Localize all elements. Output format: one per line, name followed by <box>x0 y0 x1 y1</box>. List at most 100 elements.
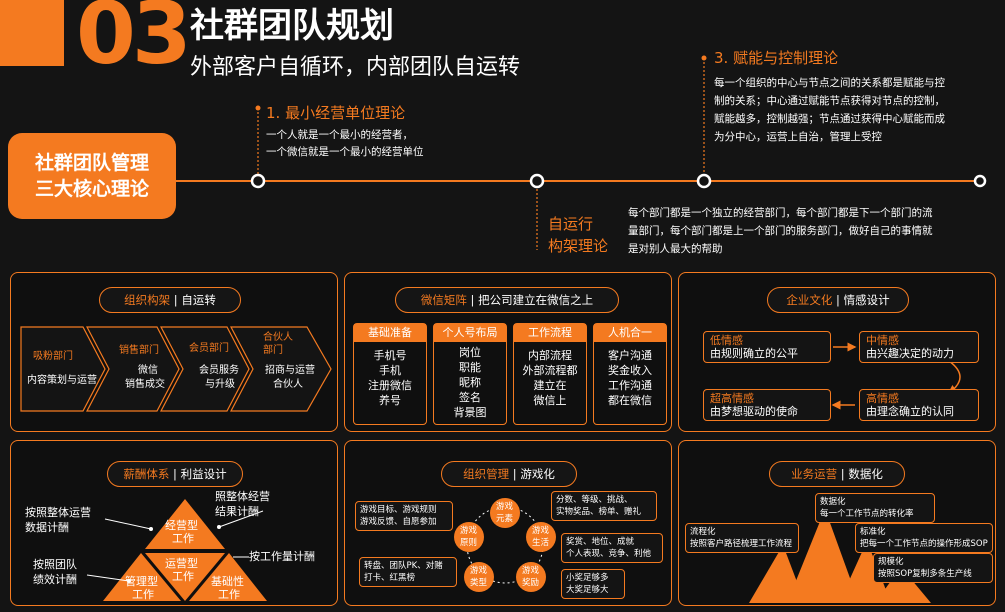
culture-low-title: 低情感 <box>710 334 743 347</box>
org-step-4-desc2: 合伙人 <box>273 379 303 390</box>
game-node-type-l2: 类型 <box>470 578 488 588</box>
wechat-col-1-item-4: 养号 <box>379 394 401 407</box>
pay-right1-l2: 结果计酬 <box>215 505 259 518</box>
wechat-col-1: 基础准备 手机号 手机 注册微信 养号 <box>353 323 427 425</box>
wechat-col-3-head: 工作流程 <box>514 324 586 342</box>
org-step-3-desc1: 会员服务 <box>199 365 239 376</box>
wechat-col-4-item-2: 奖金收入 <box>608 364 652 377</box>
game-box-types-l2: 打卡、红黑榜 <box>364 573 416 583</box>
ops-scale-desc: 按照SOP复制多条生产线 <box>878 569 972 579</box>
org-step-4-title: 合伙人 部门 <box>263 332 293 356</box>
ops-process-title: 流程化 <box>690 527 716 537</box>
org-step-2-title: 销售部门 <box>119 345 159 356</box>
wechat-col-1-item-2: 手机 <box>379 364 401 377</box>
org-pill-b: 自运转 <box>181 293 216 307</box>
pay-left2-l1: 按照团队 <box>33 558 77 571</box>
game-box-prize-l1: 小奖足够多 <box>566 573 609 583</box>
ops-peaks <box>749 503 931 603</box>
pay-tri-mid-l1: 运营型 <box>165 557 198 570</box>
org-step-2-desc2: 销售成交 <box>125 379 165 390</box>
game-box-types: 转盘、团队PK、对赌 打卡、红黑榜 <box>359 557 457 587</box>
core-theory-label-1: 社群团队管理 <box>34 152 149 174</box>
game-node-reward-l2: 奖励 <box>522 578 540 588</box>
wechat-col-2: 个人号布局 岗位 职能 昵称 签名 背景图 <box>433 323 507 425</box>
theory2-line3: 是对别人最大的帮助 <box>628 243 723 255</box>
ops-data-desc: 每一个工作节点的转化率 <box>820 509 914 519</box>
game-box-points-l2: 实物奖品、榜单、赠礼 <box>556 507 642 517</box>
pay-left1-l1: 按照整体运营 <box>25 506 91 519</box>
org-step-3-desc2: 与升级 <box>205 379 235 390</box>
game-box-rewards-l1: 奖赏、地位、成就 <box>566 537 635 547</box>
culture-super-high-title: 超高情感 <box>710 392 754 405</box>
culture-pill-a: 企业文化 <box>786 293 833 307</box>
timeline <box>170 55 987 250</box>
core-theory-box: 社群团队管理 三大核心理论 <box>8 133 176 219</box>
game-center-l2: 元素 <box>496 514 514 524</box>
pay-pill: 薪酬体系 | 利益设计 <box>107 461 243 487</box>
panel-org-structure: 组织构架 | 自运转 吸粉部门 内容策划与运营 销售部门 微信 销售成交 会员部… <box>10 272 338 432</box>
culture-mid-desc: 由兴趣决定的动力 <box>866 347 954 360</box>
culture-super-high: 超高情感 由梦想驱动的使命 <box>703 389 831 421</box>
game-pill: 组织管理 | 游戏化 <box>441 461 577 487</box>
theory2-line2: 量部门，每个部门都是上一个部门的服务部门，做好自己的事情就 <box>628 225 933 237</box>
game-pill-a: 组织管理 <box>463 467 510 481</box>
game-center-l1: 游戏 <box>496 502 514 512</box>
ops-scale: 规模化 按照SOP复制多条生产线 <box>873 553 993 583</box>
game-box-prize: 小奖足够多 大奖足够大 <box>561 569 625 599</box>
wechat-col-3-item-3: 建立在 <box>533 379 567 392</box>
theory1-line2: 一个微信就是一个最小的经营单位 <box>266 146 424 158</box>
org-pill: 组织构架 | 自运转 <box>99 287 241 313</box>
wechat-col-2-item-1: 岗位 <box>459 346 481 359</box>
theory2-title-1: 自运行 <box>548 215 594 233</box>
game-node-type-l1: 游戏 <box>470 566 488 576</box>
page-subtitle: 外部客户自循环，内部团队自运转 <box>190 55 521 80</box>
core-theory-label-2: 三大核心理论 <box>34 178 149 200</box>
pay-pill-b: 利益设计 <box>180 467 227 481</box>
game-node-life-l2: 生活 <box>532 538 550 548</box>
wechat-pill: 微信矩阵 | 把公司建立在微信之上 <box>395 287 619 313</box>
wechat-col-2-item-2: 职能 <box>459 361 481 374</box>
wechat-col-2-item-4: 签名 <box>459 391 481 404</box>
pay-right2: 按工作量计酬 <box>249 550 315 563</box>
theory3-line3: 赋能越多，控制越强；节点通过获得中心赋能而成 <box>714 113 945 125</box>
panel-business-ops: 业务运营 | 数据化 数据化 每一个工作节点的转化率 流程化 按照客户路径梳理工… <box>678 440 996 606</box>
pay-tri-left-l1: 管理型 <box>125 575 158 588</box>
pay-tri-mid-l2: 工作 <box>172 570 194 583</box>
pay-pyramid <box>86 499 267 601</box>
wechat-col-4: 人机合一 客户沟通 奖金收入 工作沟通 都在微信 <box>593 323 667 425</box>
ops-standard-desc: 把每一个工作节点的操作形成SOP <box>860 539 988 549</box>
theory1-line1: 一个人就是一个最小的经营者， <box>266 129 413 141</box>
theory3-line2: 制的关系；中心通过赋能节点获得对节点的控制， <box>714 95 945 107</box>
wechat-col-1-head: 基础准备 <box>354 324 426 342</box>
wechat-col-2-item-5: 背景图 <box>453 406 487 419</box>
pay-tri-right-l1: 基础性 <box>211 575 244 588</box>
ops-data-title: 数据化 <box>820 497 846 507</box>
ops-scale-title: 规模化 <box>878 557 904 567</box>
game-box-prize-l2: 大奖足够大 <box>566 585 609 595</box>
game-box-points-l1: 分数、等级、挑战、 <box>556 495 633 505</box>
org-chevrons <box>20 326 332 412</box>
ops-pill-a: 业务运营 <box>791 467 838 481</box>
culture-mid-title: 中情感 <box>866 334 899 347</box>
wechat-col-3-item-4: 微信上 <box>533 394 567 407</box>
pay-tri-top-l1: 经营型 <box>165 519 198 532</box>
panel-compensation: 薪酬体系 | 利益设计 经营型 工作 运营型 工作 管理型 工作 基础性 工作 … <box>10 440 338 606</box>
wechat-col-4-item-1: 客户沟通 <box>608 349 652 362</box>
org-step-2-desc1: 微信 <box>138 365 158 376</box>
wechat-col-4-item-3: 工作沟通 <box>608 379 652 392</box>
theory3-line1: 每一个组织的中心与节点之间的关系都是赋能与控 <box>714 77 945 89</box>
ops-process: 流程化 按照客户路径梳理工作流程 <box>685 523 799 553</box>
header-accent-block <box>0 0 64 66</box>
wechat-col-3-item-2: 外部流程都 <box>522 364 578 377</box>
panel-gamification: 组织管理 | 游戏化 游戏 元素 游戏 原则 游戏 生活 游戏 类型 游戏 奖励… <box>344 440 672 606</box>
pay-left2-l2: 绩效计酬 <box>33 573 77 586</box>
game-node-principle-l1: 游戏 <box>460 526 478 536</box>
wechat-col-1-item-1: 手机号 <box>373 349 407 362</box>
timeline-node-2 <box>529 173 545 189</box>
wechat-col-3: 工作流程 内部流程 外部流程都 建立在 微信上 <box>513 323 587 425</box>
culture-super-high-desc: 由梦想驱动的使命 <box>710 405 798 418</box>
culture-mid: 中情感 由兴趣决定的动力 <box>859 331 979 363</box>
game-pill-b: 游戏化 <box>520 467 555 481</box>
wechat-col-2-item-3: 昵称 <box>459 376 481 389</box>
page-title: 社群团队规划 <box>190 6 394 46</box>
